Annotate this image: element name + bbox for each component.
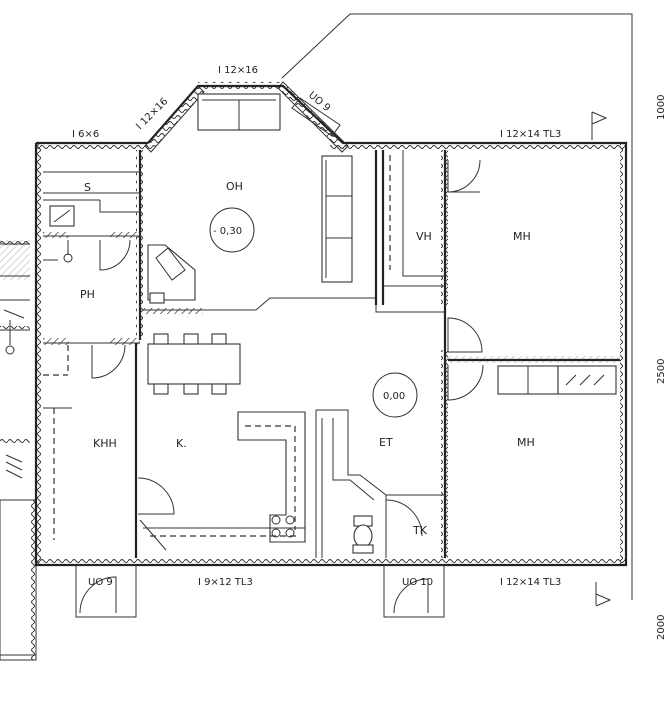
room-label-k: K.: [176, 437, 187, 450]
room-label-et: ET: [379, 436, 393, 449]
exterior-walls: [34, 81, 628, 567]
room-label-mh-top: MH: [513, 230, 531, 243]
window-label-top-right: I 12×14 TL3: [500, 129, 561, 140]
interior-walls: [43, 150, 620, 558]
room-label-s: S: [84, 181, 91, 194]
door-swings: [91, 97, 484, 551]
level-value-et: 0,00: [383, 391, 405, 402]
entry-platforms: [75, 564, 445, 618]
margin-number-bottom: 2000: [656, 615, 666, 640]
room-label-oh: OH: [226, 180, 243, 193]
level-marker-oh: [209, 207, 255, 253]
room-label-ph: PH: [80, 288, 95, 301]
margin-number-top: 1000: [656, 95, 666, 120]
level-marker-et: [372, 372, 418, 418]
furniture: [43, 93, 617, 554]
room-label-vh: VH: [416, 230, 432, 243]
section-markers: [591, 111, 612, 607]
window-label-bottom-center: I 9×12 TL3: [198, 577, 253, 588]
window-label-bottom-right: I 12×14 TL3: [500, 577, 561, 588]
window-label-top-left: I 6×6: [72, 129, 99, 140]
door-label-bottom-mid: UO 10: [402, 577, 433, 588]
level-value-oh: - 0,30: [213, 226, 242, 237]
room-label-khh: KHH: [93, 437, 117, 450]
adjacent-building: [0, 240, 37, 661]
room-label-mh-bottom: MH: [517, 436, 535, 449]
margin-number-middle: 2500: [656, 359, 666, 384]
terrace-outline: [281, 13, 633, 600]
window-label-top-center: I 12×16: [218, 65, 258, 76]
room-label-tk: TK: [412, 524, 428, 537]
door-label-bottom-left: UO 9: [88, 577, 113, 588]
